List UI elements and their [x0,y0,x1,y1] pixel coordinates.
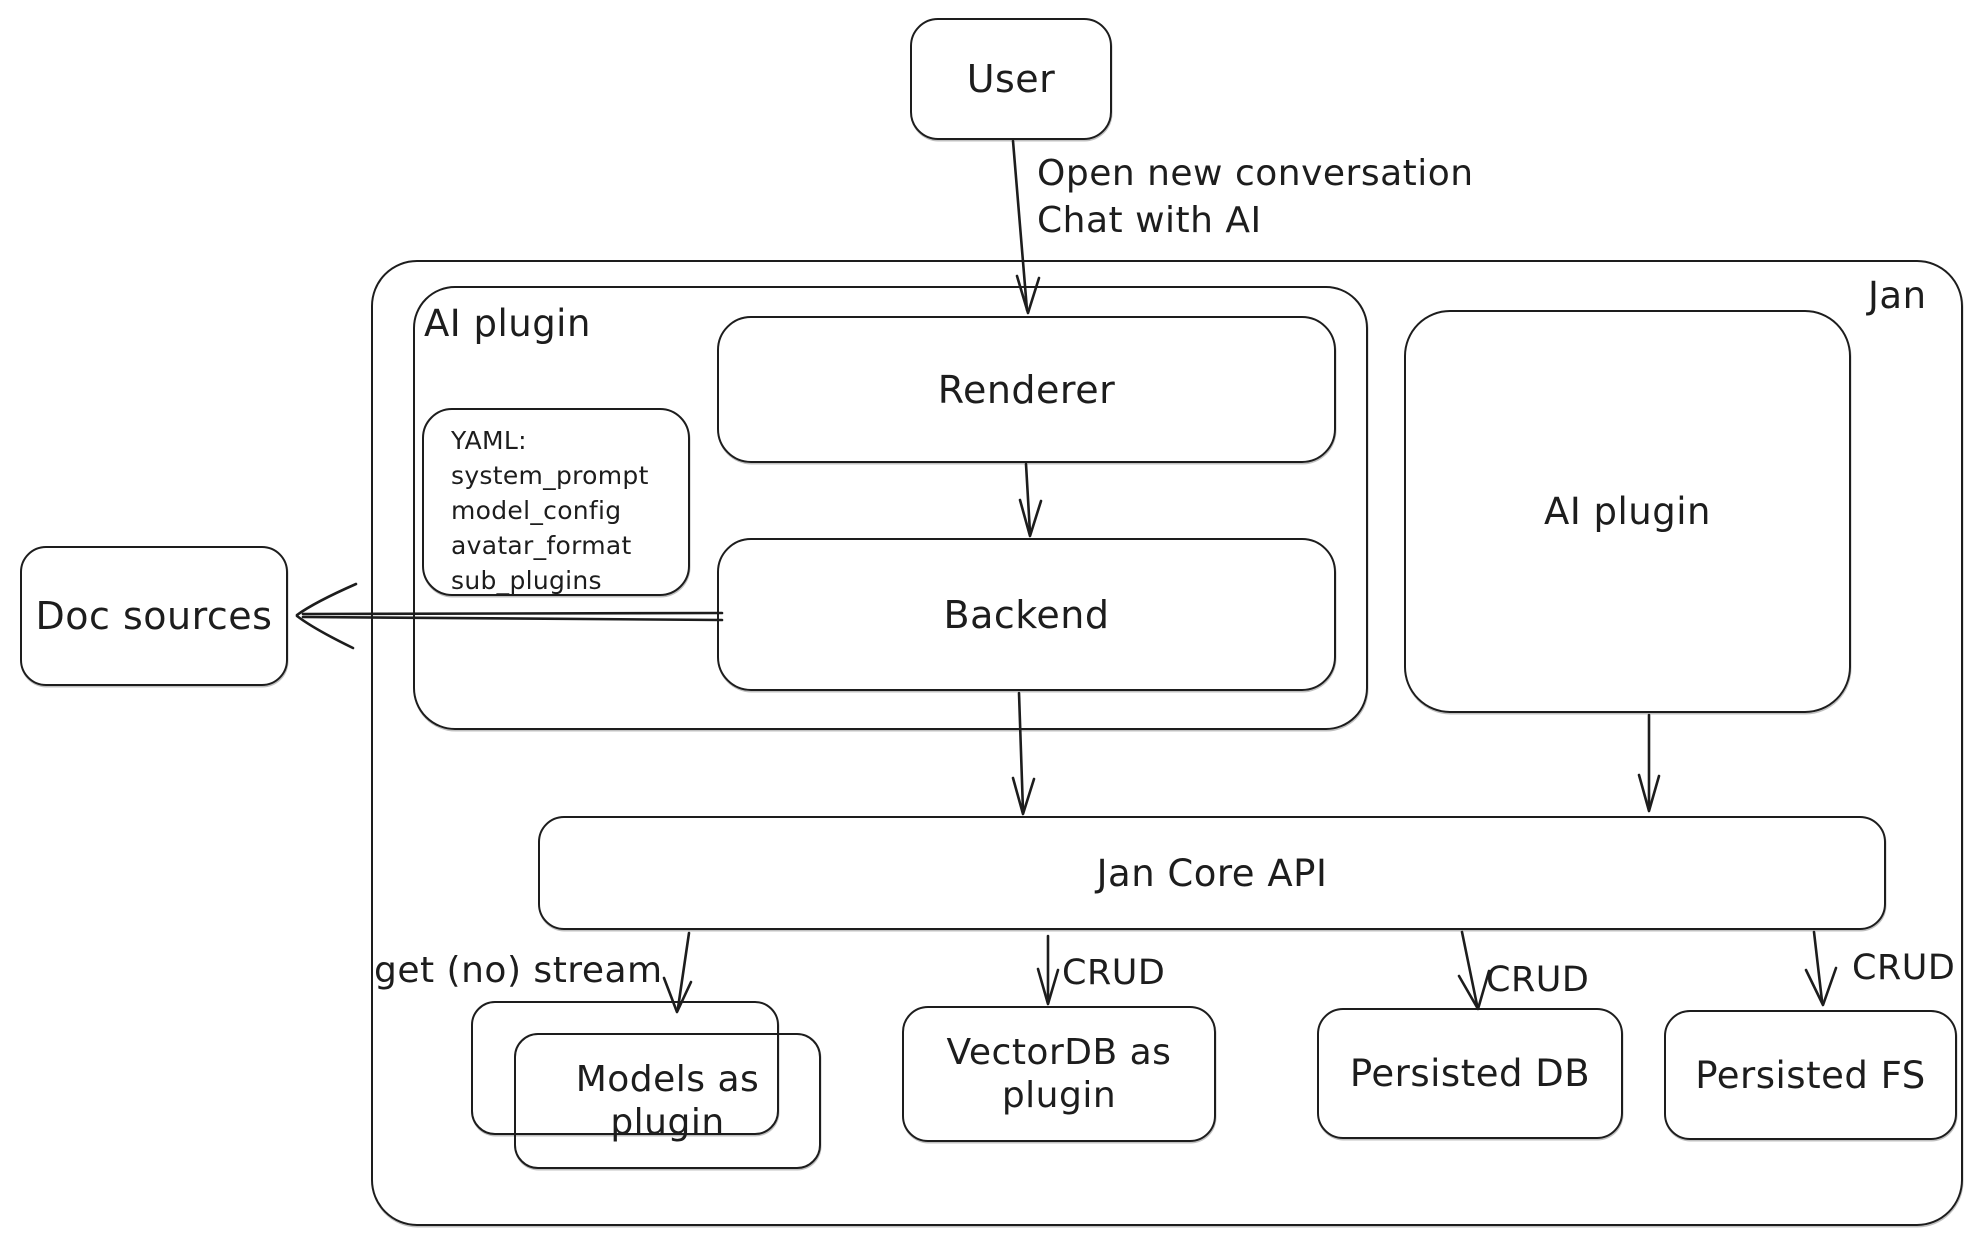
doc-sources-node-label: Doc sources [35,594,273,638]
edge-label-line: Chat with AI [1037,200,1262,241]
edge-label-get-no-stream: get (no) stream [374,950,663,991]
jan-container-label: Jan [1868,274,1927,317]
vectordb-node: VectorDB as plugin [902,1006,1216,1142]
models-as-plugin-back-box [471,1001,779,1135]
ai-plugin-right-node: AI plugin [1404,310,1851,713]
jan-container-box [371,260,1963,1226]
vectordb-node-label: VectorDB as plugin [946,1031,1172,1116]
renderer-node: Renderer [717,316,1336,463]
jan-core-api-node-label: Jan Core API [1096,851,1328,895]
edge-label-user-to-renderer: Open new conversation Chat with AI [1037,150,1474,244]
edge-label-crud-persisted-db: CRUD [1486,960,1590,1000]
models-as-plugin-node-label: Models as plugin [575,1058,760,1143]
jan-core-api-node: Jan Core API [538,816,1886,930]
persisted-db-node-label: Persisted DB [1349,1052,1591,1095]
edge-label-crud-persisted-fs: CRUD [1852,948,1956,988]
yaml-note-line: system_prompt [451,461,649,490]
backend-node-label: Backend [943,592,1110,637]
edge-label-crud-vectordb: CRUD [1062,953,1166,993]
ai-plugin-group-box [413,286,1368,730]
yaml-note-line: avatar_format [451,531,632,560]
persisted-fs-node: Persisted FS [1664,1010,1957,1140]
yaml-note-line: model_config [451,496,622,525]
doc-sources-node: Doc sources [20,546,288,686]
backend-node: Backend [717,538,1336,691]
edge-label-line: Open new conversation [1037,153,1474,194]
renderer-node-label: Renderer [937,367,1116,412]
yaml-note: YAML: system_prompt model_config avatar_… [422,408,690,596]
user-node: User [910,18,1112,140]
models-as-plugin-node: Models as plugin [514,1033,821,1169]
persisted-fs-node-label: Persisted FS [1695,1053,1926,1097]
ai-plugin-group-label: AI plugin [424,302,591,345]
ai-plugin-right-node-label: AI plugin [1544,490,1711,533]
yaml-note-line: sub_plugins [451,566,602,595]
yaml-note-line: YAML: [451,426,527,455]
user-node-label: User [966,57,1056,101]
persisted-db-node: Persisted DB [1317,1008,1623,1139]
